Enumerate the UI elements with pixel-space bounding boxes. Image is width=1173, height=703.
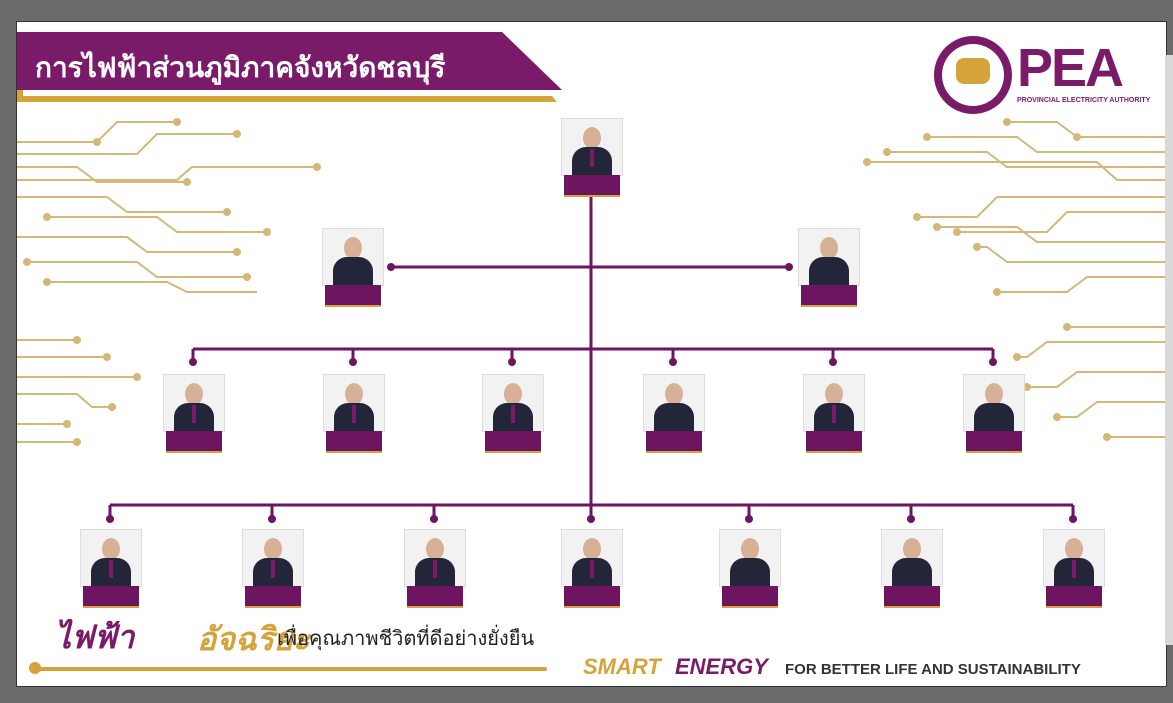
person-photo: [803, 374, 865, 432]
name-card: [801, 285, 857, 307]
name-card: [83, 586, 139, 608]
name-card: [884, 586, 940, 608]
slogan-thai-smart: อัจฉริยะ: [197, 620, 310, 658]
person-photo: [1043, 529, 1105, 587]
person-photo: [242, 529, 304, 587]
decorative-underline: [31, 667, 547, 671]
name-card: [1046, 586, 1102, 608]
name-card: [325, 285, 381, 307]
slogan-en-smart: SMART: [583, 654, 661, 679]
person-photo: [561, 529, 623, 587]
name-card: [166, 431, 222, 453]
name-card: [722, 586, 778, 608]
person-photo: [482, 374, 544, 432]
pea-logo-text: PEA: [1017, 38, 1124, 98]
org-connectors: [106, 197, 1077, 523]
name-card: [245, 586, 301, 608]
name-card: [564, 586, 620, 608]
slogan-thai-tagline: เพื่อคุณภาพชีวิตที่ดีอย่างยั่งยืน: [277, 626, 535, 650]
name-card: [407, 586, 463, 608]
circuit-decoration: [17, 118, 1166, 446]
person-photo: [881, 529, 943, 587]
person-photo: [323, 374, 385, 432]
page-title: การไฟฟ้าส่วนภูมิภาคจังหวัดชลบุรี: [35, 51, 446, 84]
person-photo: [80, 529, 142, 587]
name-card: [326, 431, 382, 453]
window-edge: [1165, 55, 1173, 645]
name-card: [564, 175, 620, 197]
title-gold-stripe: [17, 96, 557, 102]
person-photo: [404, 529, 466, 587]
name-card: [966, 431, 1022, 453]
person-photo: [163, 374, 225, 432]
pea-seal-logo: [934, 36, 1012, 114]
person-photo: [643, 374, 705, 432]
pea-logo-subtitle: PROVINCIAL ELECTRICITY AUTHORITY: [1017, 97, 1151, 104]
title-banner: [17, 32, 562, 90]
person-photo: [561, 118, 623, 176]
slogan-en-energy: ENERGY: [675, 654, 768, 679]
name-card: [485, 431, 541, 453]
person-photo: [322, 228, 384, 286]
slogan-thai-electricity: ไฟฟ้า: [55, 618, 135, 656]
org-chart-slide: การไฟฟ้าส่วนภูมิภาคจังหวัดชลบุรี PEA PRO…: [16, 21, 1167, 687]
slogan-en-tagline: FOR BETTER LIFE AND SUSTAINABILITY: [785, 661, 1081, 678]
name-card: [806, 431, 862, 453]
person-photo: [963, 374, 1025, 432]
name-card: [646, 431, 702, 453]
person-photo: [798, 228, 860, 286]
person-photo: [719, 529, 781, 587]
